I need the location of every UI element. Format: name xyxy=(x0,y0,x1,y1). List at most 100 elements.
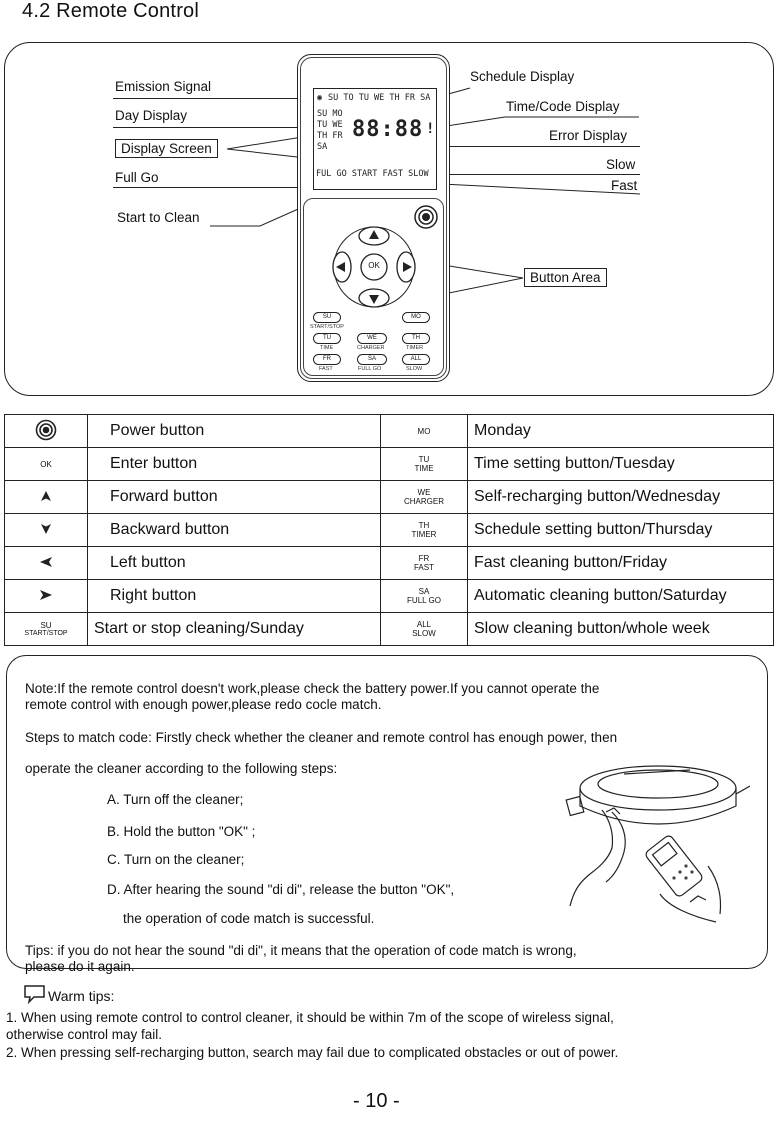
table-icon-cell xyxy=(4,480,88,514)
step-d-line-2: the operation of code match is successfu… xyxy=(123,911,375,926)
remote-sa-sublabel: FULL GO xyxy=(358,366,382,372)
lcd-day-col-3: TH FR xyxy=(317,131,343,141)
callout-slow: Slow xyxy=(606,157,636,172)
callout-time-code-display: Time/Code Display xyxy=(506,99,620,114)
button-code: MO xyxy=(417,426,431,436)
button-description: Left button xyxy=(87,546,381,580)
step-a: A. Turn off the cleaner; xyxy=(107,792,244,807)
table-icon-cell xyxy=(4,579,88,613)
lcd-day-col-1: SU MO xyxy=(317,109,343,119)
steps-intro-1: Steps to match code: Firstly check wheth… xyxy=(25,730,618,745)
button-function-description: Fast cleaning button/Friday xyxy=(467,546,774,580)
callout-display-screen: Display Screen xyxy=(115,139,218,158)
button-function-description: Time setting button/Tuesday xyxy=(467,447,774,481)
remote-all-button[interactable]: ALL xyxy=(402,354,430,365)
table-icon-cell xyxy=(4,546,88,580)
button-code-sublabel: TIMER xyxy=(411,530,437,539)
leader-time-code-display xyxy=(426,116,639,130)
step-d-line-1: D. After hearing the sound "di di", rele… xyxy=(107,882,455,897)
button-description: Backward button xyxy=(87,513,381,547)
button-description: Right button xyxy=(87,579,381,613)
icon-text: OK xyxy=(40,459,52,469)
button-function-description: Self-recharging button/Wednesday xyxy=(467,480,774,514)
leader-error-display xyxy=(430,146,640,147)
note-line-2: remote control with enough power,please … xyxy=(25,697,382,712)
warm-tips-heading: Warm tips: xyxy=(48,988,115,1004)
warm-tip-2: 2. When pressing self-recharging button,… xyxy=(6,1045,619,1060)
lcd-time-digits: 88:88 xyxy=(352,117,424,142)
button-function-description: Schedule setting button/Thursday xyxy=(467,513,774,547)
table-icon-cell xyxy=(4,414,88,448)
callout-emission-signal: Emission Signal xyxy=(115,79,212,94)
remote-mo-button[interactable]: MO xyxy=(402,312,430,323)
arrow-up-icon xyxy=(40,490,52,504)
leader-emission-signal xyxy=(113,98,313,99)
code-match-illustration xyxy=(565,765,750,923)
lcd-day-col-4: SA xyxy=(317,142,328,152)
remote-fr-button[interactable]: FR xyxy=(313,354,341,365)
step-c: C. Turn on the cleaner; xyxy=(107,852,245,867)
ok-label: OK xyxy=(5,460,87,469)
button-description: Forward button xyxy=(87,480,381,514)
remote-su-button[interactable]: SU xyxy=(313,312,341,323)
callout-full-go: Full Go xyxy=(115,170,159,185)
arrow-left-icon xyxy=(39,556,53,570)
callout-error-display: Error Display xyxy=(549,128,628,143)
button-function-description: Slow cleaning button/whole week xyxy=(467,612,774,646)
remote-sa-button[interactable]: SA xyxy=(357,354,387,365)
arrow-right-icon xyxy=(39,589,53,603)
table-icon-cell xyxy=(4,513,88,547)
remote-control-bezel xyxy=(300,57,447,379)
tips-line-2: please do it again. xyxy=(25,959,135,974)
tips-line-1: Tips: if you do not hear the sound "di d… xyxy=(25,943,577,958)
button-code-sublabel: FAST xyxy=(413,563,434,572)
callout-fast: Fast xyxy=(611,178,638,193)
remote-ok-button[interactable]: OK xyxy=(368,261,380,270)
remote-power-icon[interactable] xyxy=(413,204,439,230)
warm-tip-1-line-1: 1. When using remote control to control … xyxy=(6,1010,614,1025)
button-code-sublabel: CHARGER xyxy=(403,497,444,506)
button-description: Enter button xyxy=(87,447,381,481)
remote-we-sublabel: CHARGER xyxy=(357,345,385,351)
leader-full-go xyxy=(113,187,319,188)
remote-we-button[interactable]: WE xyxy=(357,333,387,344)
code-match-note-box xyxy=(6,655,768,969)
table-row: Power button MO Monday xyxy=(4,414,774,448)
leader-day-display xyxy=(113,127,321,128)
button-code: ALL xyxy=(416,620,432,629)
button-code: TU xyxy=(418,455,430,464)
remote-su-sublabel: START/STOP xyxy=(310,324,344,330)
callout-day-display: Day Display xyxy=(115,108,188,123)
remote-tu-button[interactable]: TU xyxy=(313,333,341,344)
speech-bubble-icon xyxy=(24,985,45,1005)
button-description: Power button xyxy=(87,414,381,448)
callout-schedule-display: Schedule Display xyxy=(470,69,575,84)
power-icon xyxy=(35,419,57,443)
leader-slow xyxy=(425,174,640,175)
lcd-error-icon: ! xyxy=(426,121,435,137)
button-code-cell: MO xyxy=(380,414,468,448)
icon-text: SU xyxy=(40,620,52,630)
steps-intro-2: operate the cleaner according to the fol… xyxy=(25,761,338,776)
button-function-description: Automatic cleaning button/Saturday xyxy=(467,579,774,613)
button-function-description: Monday xyxy=(467,414,774,448)
callout-start-to-clean: Start to Clean xyxy=(117,210,200,225)
button-code-sublabel: FULL GO xyxy=(407,596,441,605)
step-b: B. Hold the button "OK" ; xyxy=(107,824,256,839)
button-code: WE xyxy=(417,488,431,497)
callout-button-area: Button Area xyxy=(524,268,607,287)
remote-th-button[interactable]: TH xyxy=(402,333,430,344)
page-number: - 10 - xyxy=(353,1090,400,1112)
